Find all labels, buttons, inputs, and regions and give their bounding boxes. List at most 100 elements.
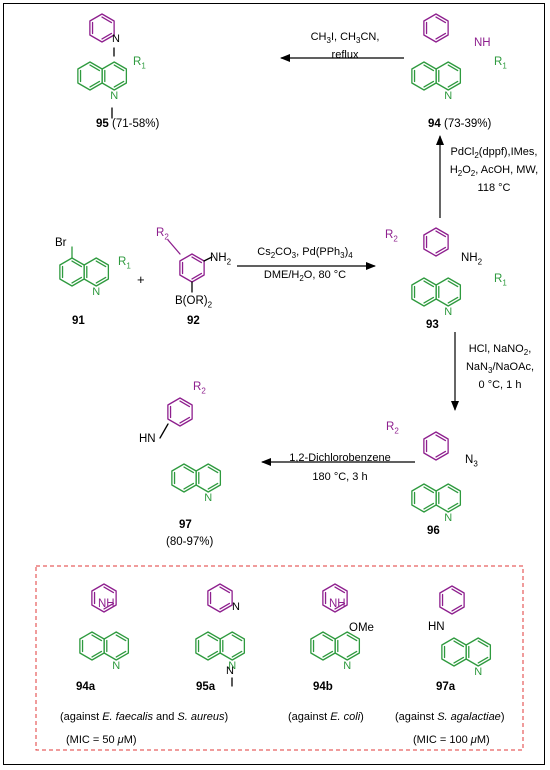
e94b-ring-a-double-bond: [322, 634, 334, 642]
c93-ring-a-double-bond: [423, 296, 435, 304]
c94-nh: NH: [474, 37, 491, 49]
cond-a1: Cs2CO3, Pd(PPh3)4 DME/H2O, 80 °C: [257, 246, 353, 284]
c93-label: 93: [426, 319, 439, 331]
e94a-label: 94a: [76, 681, 96, 693]
e97a-benzene-double-bond: [451, 604, 463, 612]
c97-ring-a-double-bond: [183, 482, 195, 490]
c96-benzene: [423, 431, 449, 461]
c95-ring-a-double-bond: [89, 64, 101, 72]
c97-ring-b: [195, 463, 222, 493]
e95a-label: 95a: [196, 681, 216, 693]
c93-r1: R1: [494, 273, 507, 288]
c92-nh2-bond: [203, 256, 213, 262]
c97-label: 97: [179, 519, 192, 531]
examples-dashed-box: [35, 565, 524, 751]
c92-ring-double-bond: [191, 272, 203, 280]
c93-benzene-double-bond: [435, 230, 447, 238]
e94a-benzene-double-bond: [103, 602, 115, 610]
cond-a4-line3: 0 °C, 1 h: [478, 379, 522, 392]
e95a-benzene: [207, 583, 233, 613]
c96-ring-b: [435, 483, 462, 513]
c96-ring-b-double-bond: [447, 502, 459, 510]
c93-ring-a: [411, 277, 437, 307]
e95a-n2: N: [226, 665, 234, 677]
c97-ring-b-double-bond: [207, 482, 219, 490]
c93-ring-b-double-bond: [447, 296, 459, 304]
e94a-benzene: [91, 583, 117, 613]
c96-ring-a-double-bond: [423, 486, 435, 494]
c93-ring-b: [435, 277, 462, 307]
c97-ring-a: [171, 463, 197, 493]
activity-1: (against E. faecalis and S. aureus): [60, 711, 229, 723]
e97a-ring-a-double-bond: [453, 640, 465, 648]
c95-ring-b-double-bond: [113, 64, 125, 72]
e94b-ring-b-double-bond: [346, 650, 358, 658]
c94-ring-b-double-bond: [447, 64, 459, 72]
c95-r1: R1: [133, 56, 146, 71]
cond-a5: 1,2-Dichlorobenzene 180 °C, 3 h: [275, 451, 405, 484]
c94-ring-a-double-bond: [423, 64, 435, 72]
c92-nh2: NH2: [210, 252, 232, 267]
scheme-frame: [3, 3, 545, 765]
c96-n3: N3: [465, 454, 478, 469]
e94a-ring-b-double-bond: [115, 650, 127, 658]
c94-benzene: [423, 13, 449, 43]
e95a-n: N: [228, 660, 236, 672]
e94b-benzene: [322, 583, 348, 613]
c95-label: 95: [96, 118, 109, 130]
c97-benzene-double-bond: [179, 400, 191, 408]
c95-n: N: [110, 90, 118, 102]
cond-a3-line2: reflux: [331, 49, 359, 62]
c92-boron: B(OR)2: [175, 295, 213, 310]
c94-benzene-double-bond: [435, 16, 447, 24]
cond-a2-line3: 118 °C: [477, 182, 511, 195]
c91-ring-a: [59, 257, 85, 287]
c95-ring-b-double-bond: [113, 80, 125, 88]
cond-a4: HCl, NaNO2, NaN3/NaOAc, 0 °C, 1 h: [458, 342, 542, 392]
c96-n: N: [444, 512, 452, 524]
c97-hn: HN: [139, 433, 156, 445]
c97-ring-a-double-bond: [183, 466, 195, 474]
activity-3: (against S. agalactiae): [395, 711, 505, 723]
e94a-ring-a-double-bond: [91, 650, 103, 658]
cond-a5-line2: 180 °C, 3 h: [312, 471, 368, 483]
c97-n: N: [204, 492, 212, 504]
c96-label: 96: [427, 525, 440, 537]
c94-ring-a: [411, 61, 437, 91]
c94-ring-a-double-bond: [423, 80, 435, 88]
c95-benzene-double-bond: [101, 32, 113, 40]
c97-yield: (80-97%): [166, 536, 214, 548]
c97-pyrrole-bond: [159, 423, 169, 439]
plus-sign: +: [137, 272, 145, 287]
c91-ring-a-double-bond: [71, 260, 83, 268]
c95-caption: 95 (71-58%): [96, 117, 159, 131]
e95a-ring-b-double-bond: [231, 634, 243, 642]
e97a-ring-b: [465, 637, 492, 667]
c91-br: Br: [55, 237, 67, 249]
c94-ring-b: [435, 61, 462, 91]
e97a-benzene: [439, 585, 465, 615]
c91-ring-a-double-bond: [71, 276, 83, 284]
e95a-benzene-double-bond: [219, 602, 231, 610]
e94b-ring-b: [334, 631, 361, 661]
c92-ring-double-bond: [191, 256, 203, 264]
c96-ring-a: [411, 483, 437, 513]
c91-label: 91: [72, 315, 85, 327]
c95-ring-a-double-bond: [89, 80, 101, 88]
e97a-ring-a-double-bond: [453, 656, 465, 664]
mic-2: (MIC = 100 μM): [413, 734, 490, 746]
c97-benzene: [167, 397, 193, 427]
e95a-ring-b: [219, 631, 246, 661]
e94a-ring-b: [103, 631, 130, 661]
c95-benzene: [89, 13, 115, 43]
c94-caption: 94 (73-39%): [428, 117, 491, 131]
c94-n: N: [444, 90, 452, 102]
c93-ring-b-double-bond: [447, 280, 459, 288]
e94b-ome: OMe: [349, 622, 374, 634]
c93-n: N: [444, 306, 452, 318]
c96-benzene-double-bond: [435, 450, 447, 458]
c92-r2: R2: [156, 227, 169, 242]
e97a-ring-a: [441, 637, 467, 667]
e94a-n: N: [112, 660, 120, 672]
